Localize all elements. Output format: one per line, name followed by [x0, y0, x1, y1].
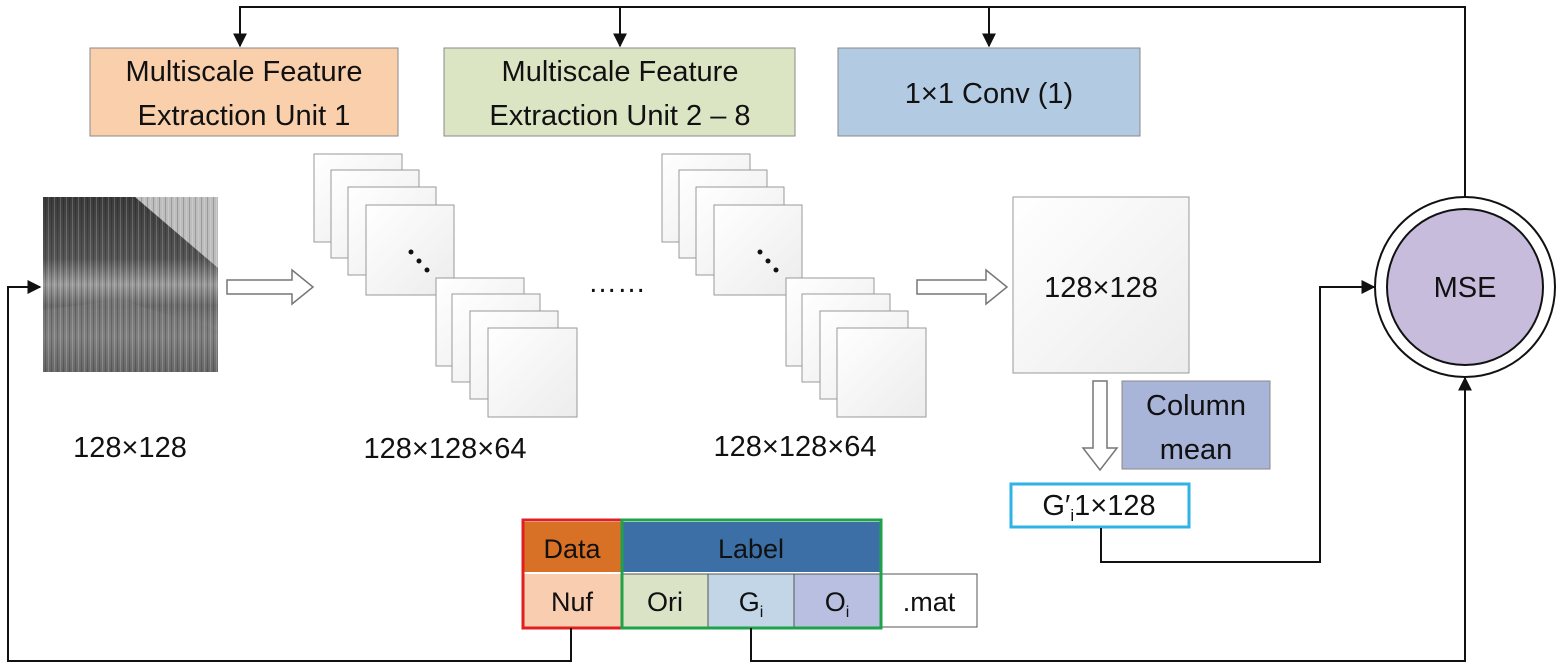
unit1-line2: Extraction Unit 1: [138, 100, 351, 132]
output-map: 128×128: [1012, 196, 1190, 374]
feature-size-label-2: 128×128×64: [714, 431, 877, 463]
column-mean-box: Column mean: [1121, 380, 1271, 470]
oi-cell: Oi: [825, 587, 850, 621]
feature-stack-2: [661, 153, 927, 418]
input-size-label: 128×128: [73, 432, 187, 464]
nuf-cell: Nuf: [551, 587, 594, 617]
mat-extension: .mat: [903, 587, 956, 617]
feedback-connectors: [233, 6, 1466, 197]
column-mean-line1: Column: [1146, 390, 1246, 422]
unit2-line2: Extraction Unit 2 – 8: [489, 100, 750, 132]
feature-stack-1: [313, 153, 578, 418]
mse-node: MSE: [1374, 196, 1556, 378]
g-prime-label: G′i1×128: [1042, 490, 1155, 525]
unit1-line1: Multiscale Feature: [126, 56, 363, 88]
stack-2-dots: [757, 249, 779, 273]
stack-1-dots: [408, 249, 430, 273]
g-prime-box: G′i1×128: [1009, 482, 1191, 529]
gi-cell: Gi: [739, 587, 764, 621]
output-map-label: 128×128: [1044, 272, 1158, 304]
hollow-arrow-1: [226, 268, 315, 306]
ori-cell: Ori: [647, 587, 683, 617]
data-connectors: [7, 280, 1472, 662]
conv-box: 1×1 Conv (1): [837, 47, 1141, 137]
mse-label: MSE: [1434, 272, 1497, 304]
unit1-box: Multiscale Feature Extraction Unit 1: [89, 47, 399, 137]
mat-table: Data Label Nuf Ori Gi Oi .mat: [521, 518, 978, 630]
column-mean-line2: mean: [1160, 434, 1233, 466]
feature-size-label-1: 128×128×64: [364, 433, 527, 465]
unit2-line1: Multiscale Feature: [502, 56, 739, 88]
hollow-arrow-down: [1081, 380, 1119, 472]
hollow-arrow-2: [916, 268, 1009, 306]
label-header: Label: [718, 534, 784, 564]
data-header: Data: [543, 534, 601, 564]
unit2-box: Multiscale Feature Extraction Unit 2 – 8: [443, 47, 796, 137]
input-image: [43, 197, 218, 372]
ellipsis: ……: [588, 267, 646, 299]
conv-label: 1×1 Conv (1): [905, 78, 1073, 110]
